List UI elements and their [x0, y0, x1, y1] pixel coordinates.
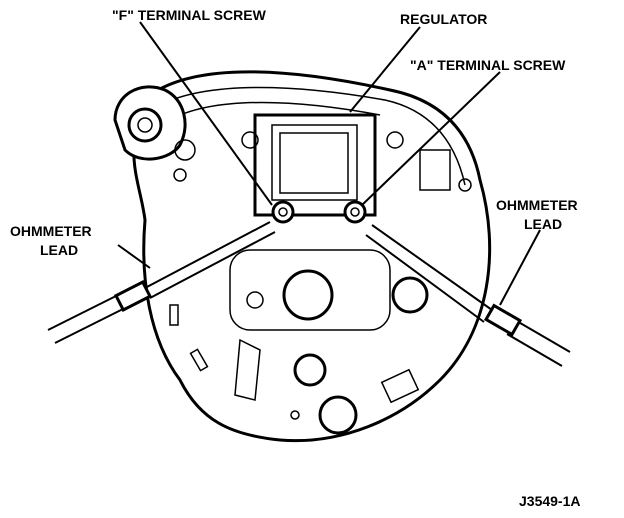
ohmmeter-left-label-1: OHMMETER	[10, 223, 92, 239]
housing-details	[169, 139, 472, 435]
f-terminal-screw	[271, 200, 295, 224]
ohmmeter-left-label-2: LEAD	[40, 242, 78, 258]
mounting-ear	[113, 85, 187, 161]
ohmmeter-right-label-1: OHMMETER	[496, 197, 578, 213]
f-terminal-label: "F" TERMINAL SCREW	[112, 7, 267, 23]
a-terminal-label: "A" TERMINAL SCREW	[410, 57, 566, 73]
regulator	[241, 113, 404, 217]
regulator-label: REGULATOR	[400, 11, 487, 27]
ohmmeter-lead-right	[365, 224, 571, 367]
figure-id: J3549-1A	[519, 493, 581, 509]
ohmmeter-right-label-2: LEAD	[524, 216, 562, 232]
leader-lines	[117, 21, 541, 306]
a-terminal-screw	[343, 200, 367, 224]
ohmmeter-lead-left	[47, 221, 276, 344]
